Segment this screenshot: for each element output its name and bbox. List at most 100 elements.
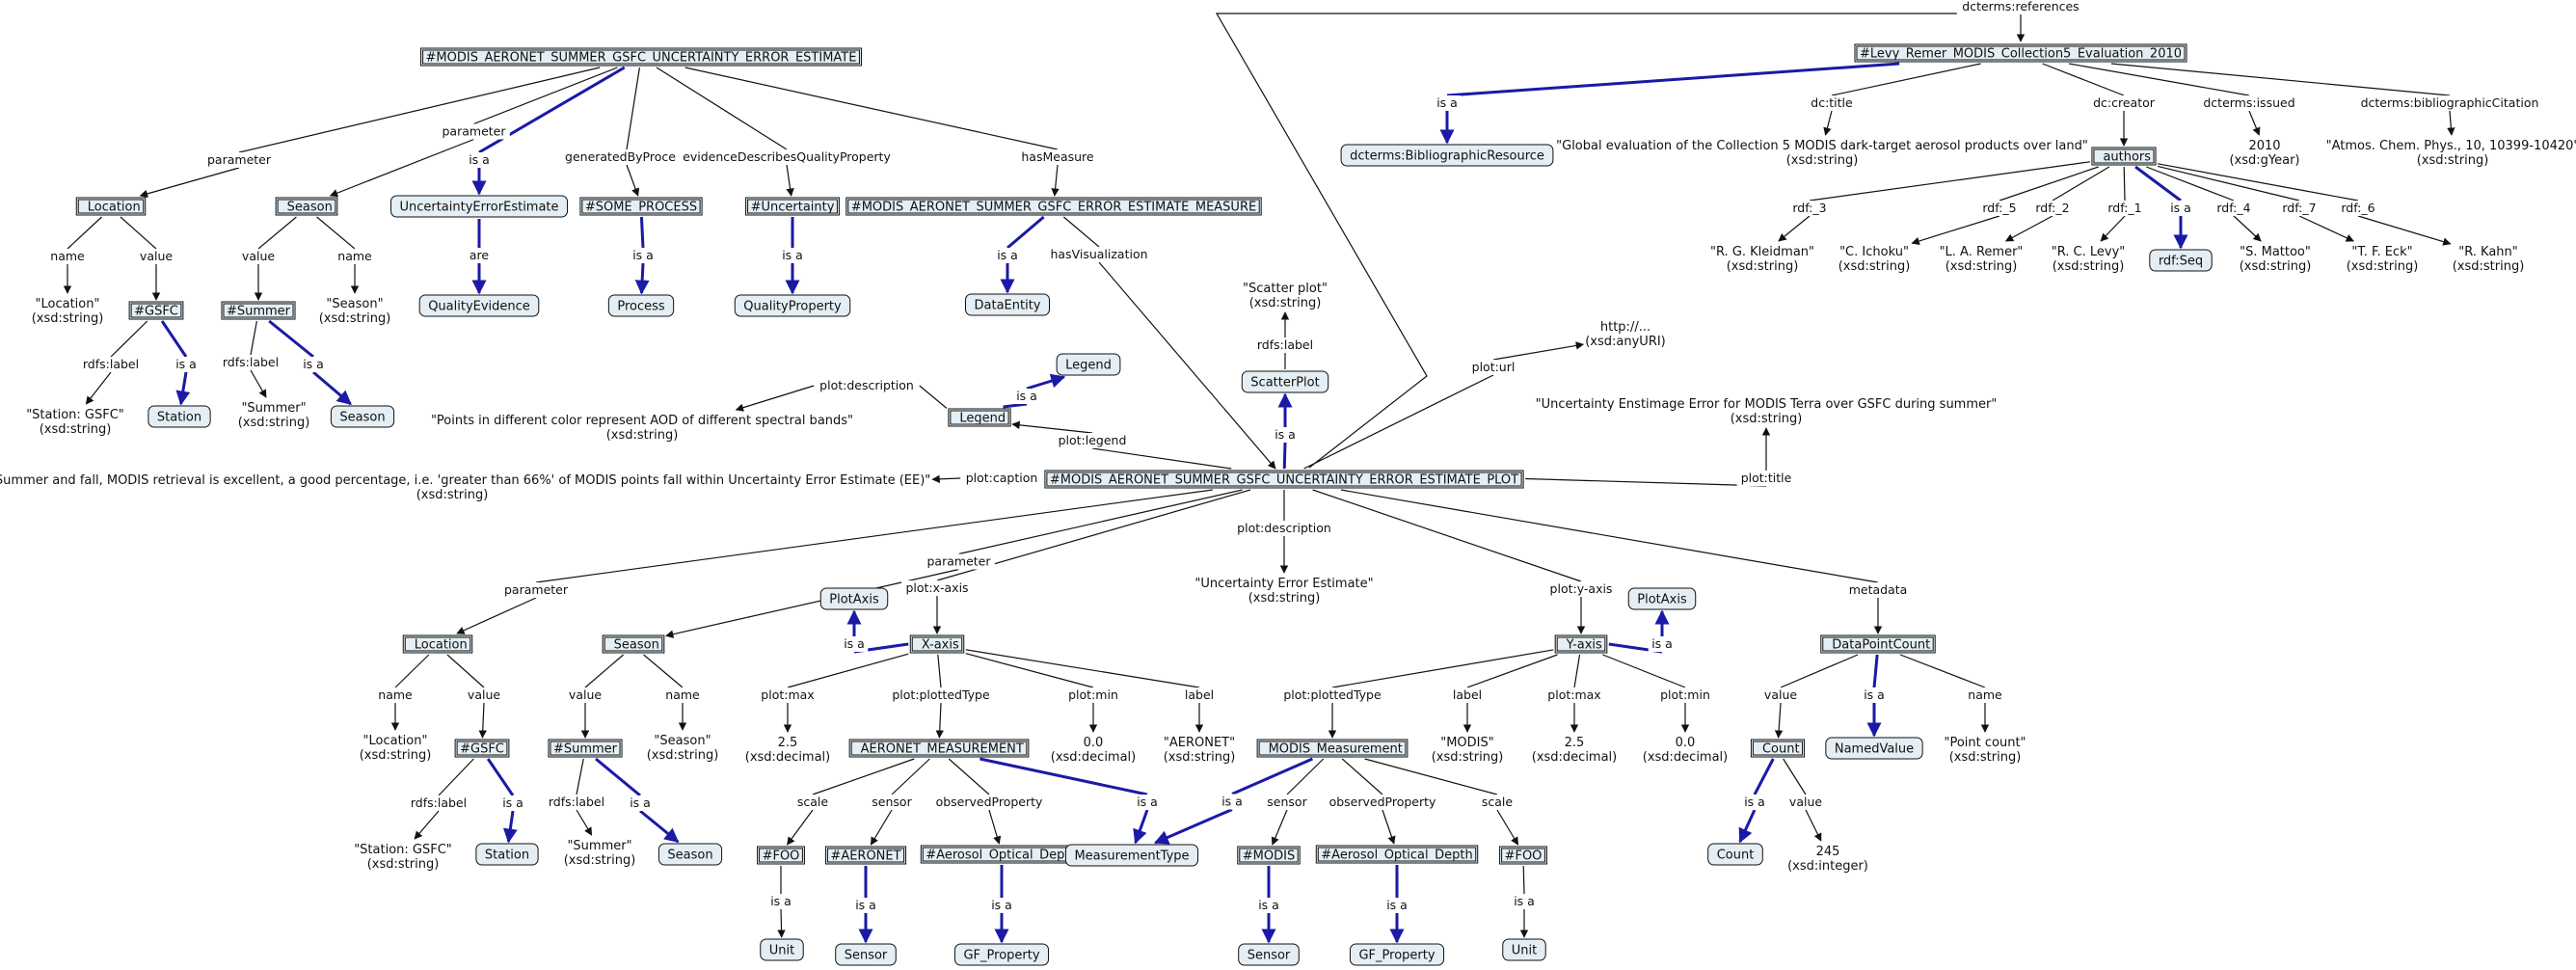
node-datatype: (xsd:string) (1164, 750, 1236, 765)
edge-label-is-a: is a (991, 898, 1012, 912)
edge-hasvisualization (1098, 261, 1276, 470)
node-label: "Station: GSFC" (26, 408, 124, 422)
edge-label-rdf-5: rdf:_5 (1982, 201, 2016, 215)
edge-label-bg (815, 378, 919, 393)
edge-value (1783, 758, 1807, 795)
node-box-inner (911, 636, 963, 652)
edge-plot-url (1303, 374, 1494, 470)
edge-rdf-2 (2052, 166, 2110, 202)
edge-label-bg (238, 249, 279, 264)
edge-is-a (312, 370, 352, 406)
uri-node-gsfc: #GSFC (454, 739, 510, 758)
node-label: _Location (80, 201, 140, 215)
class-node-plotaxis: PlotAxis (819, 587, 889, 610)
edge-label-dcterms-issued: dcterms:issued (2203, 95, 2294, 110)
node-label: "Summer" (241, 401, 306, 416)
class-box (389, 195, 569, 218)
edge-value (1774, 702, 1784, 739)
node-label: #Summer (227, 305, 291, 319)
edge-label-bg (1133, 795, 1162, 810)
bnode-node-season: _Season (602, 634, 665, 654)
node-datatype: (xsd:string) (647, 748, 719, 763)
edge-label-is-a: is a (1651, 636, 1673, 651)
node-label: "Uncertainty Error Estimate" (1194, 577, 1373, 591)
class-box (1340, 144, 1554, 167)
edge-label-rdf-7: rdf:_7 (2282, 201, 2316, 215)
node-box (275, 197, 338, 216)
node-label: QualityProperty (743, 300, 842, 314)
class-node-season: Season (657, 843, 723, 866)
node-box-inner (759, 848, 803, 863)
edge-is-a (1026, 373, 1066, 391)
node-datatype: (xsd:string) (1731, 412, 1803, 426)
edge-label-bg (766, 894, 795, 909)
edge-label-bg (923, 553, 995, 570)
node-datatype: (xsd:gYear) (2229, 153, 2299, 168)
edge-dc-title (1831, 63, 1981, 96)
class-box (819, 587, 889, 610)
edge-dcterms-bibliographiccitation (2111, 63, 2451, 96)
edge-value (478, 702, 487, 739)
edge-label-bg (2353, 95, 2546, 111)
edge-label-bg (46, 249, 89, 264)
edge-label-plot-description: plot:description (819, 378, 914, 392)
node-box-inner (950, 410, 1009, 425)
node-label: QualityEvidence (428, 300, 530, 314)
literal-node-2-5: 2.5(xsd:decimal) (745, 736, 831, 765)
edge-rdf-5 (1911, 215, 2000, 246)
literal-node-season: "Season"(xsd:string) (319, 297, 391, 326)
class-box (607, 294, 675, 317)
edge-value (584, 654, 625, 688)
edge-label-bg (840, 636, 869, 652)
node-box-inner (847, 199, 1260, 214)
edge-rdf-2 (2004, 215, 2053, 242)
class-box (418, 294, 540, 317)
edge-plot-max (1573, 654, 1581, 688)
edge-label-bg (1978, 201, 2021, 216)
edge-hasmeasure (684, 67, 1059, 150)
class-box (657, 843, 723, 866)
node-datatype: (xsd:string) (238, 416, 310, 430)
edge-label-bg (1760, 687, 1801, 703)
edge-label-bg (661, 687, 704, 703)
node-label: GF_Property (1358, 949, 1435, 963)
node-label: Unit (769, 944, 794, 958)
edge-scale (1496, 809, 1519, 846)
edge-hasmeasure (1051, 164, 1060, 197)
node-box-inner (77, 199, 145, 214)
edge-label-plot-plottedtype: plot:plottedType (892, 687, 990, 702)
node-datatype: (xsd:string) (1249, 296, 1322, 310)
edge-label-bg (1807, 95, 1857, 111)
edge-label-value: value (1789, 795, 1822, 809)
edge-label-bg (2166, 201, 2195, 216)
node-box (454, 739, 510, 758)
edge-label-bg (1433, 95, 1462, 111)
node-label: GF_Property (963, 949, 1039, 963)
edge-parameter (473, 67, 618, 125)
node-box-inner (404, 636, 471, 652)
node-datatype: (xsd:string) (1945, 259, 2018, 274)
edge-metadata (1340, 489, 1879, 583)
edge-parameter (456, 597, 537, 634)
edge-is-a (1006, 215, 1045, 250)
edge-scale (787, 809, 814, 846)
node-datatype: (xsd:string) (1949, 750, 2022, 765)
edge-label-value: value (468, 687, 500, 702)
literal-node-location: "Location"(xsd:string) (360, 734, 432, 763)
node-label: #Levy_Remer_MODIS_Collection5_Evaluation… (1860, 47, 2182, 62)
edge-label-is-a: is a (997, 248, 1018, 262)
literal-node-points-in-different-color-represent-aod-of-different-spectral-bands: "Points in different color represent AOD… (431, 414, 853, 443)
literal-node-uncertainty-enstimage-error-for-modis-terra-over-gsfc-during-summer: "Uncertainty Enstimage Error for MODIS T… (1536, 397, 1998, 426)
node-box-inner (604, 636, 663, 652)
edge-plot-legend (1091, 447, 1232, 470)
uri-node-modis-aeronet-summer-gsfc-uncertainty-error-estimate: #MODIS_AERONET_SUMMER_GSFC_UNCERTAINTY_E… (420, 47, 862, 67)
edge-label-bg (559, 149, 694, 165)
edge-label-rdfs-label: rdfs:label (549, 795, 604, 809)
edge-is-a (502, 810, 518, 844)
node-label: 0.0 (1676, 736, 1696, 750)
edge-label-bg (1232, 521, 1336, 536)
class-node-measurementtype: MeasurementType (1064, 844, 1199, 867)
class-box (734, 294, 851, 317)
edge-value (257, 216, 297, 250)
edge-plot-min (1602, 654, 1686, 688)
